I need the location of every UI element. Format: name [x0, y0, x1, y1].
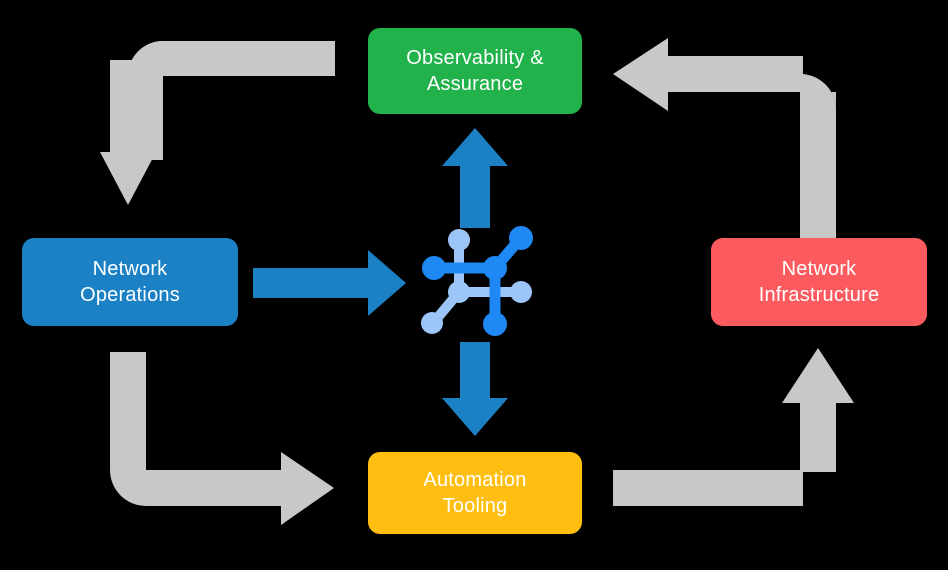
- node-operations-label: Network Operations: [80, 257, 180, 306]
- connector-observability-to-operations: [100, 41, 335, 205]
- connector-center-to-automation: [442, 342, 508, 436]
- node-automation-label: Automation Tooling: [423, 468, 527, 517]
- connector-center-to-observability: [442, 128, 508, 228]
- node-observability-assurance[interactable]: Observability & Assurance: [368, 28, 582, 114]
- connector-infrastructure-to-observability: [613, 38, 836, 242]
- connector-operations-to-automation: [110, 352, 334, 525]
- node-automation-tooling[interactable]: Automation Tooling: [368, 452, 582, 534]
- connector-operations-to-center: [253, 250, 406, 316]
- node-infrastructure-label: Network Infrastructure: [758, 257, 880, 306]
- node-network-infrastructure[interactable]: Network Infrastructure: [711, 238, 927, 326]
- connector-automation-to-infrastructure: [613, 348, 854, 506]
- node-network-operations[interactable]: Network Operations: [22, 238, 238, 326]
- node-observability-label: Observability & Assurance: [406, 46, 544, 95]
- network-topology-icon: [421, 226, 533, 336]
